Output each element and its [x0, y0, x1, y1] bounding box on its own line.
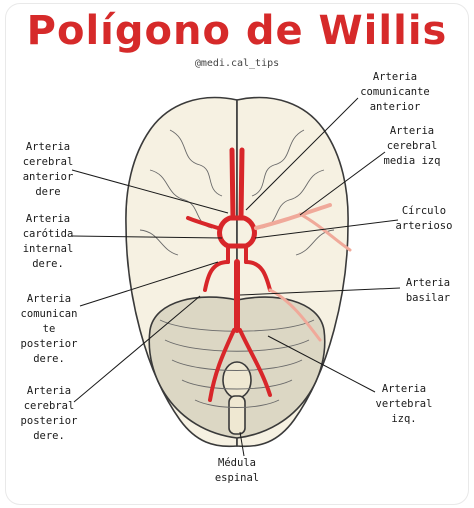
label-left-vertebral-artery: Arteria vertebral izq.: [375, 383, 433, 425]
page-title: Polígono de Willis: [26, 8, 448, 54]
label-basilar-artery: Arteria basilar: [405, 277, 451, 304]
label-right-anterior-cerebral-artery: Arteria cerebral anterior dere: [22, 141, 74, 198]
label-right-posterior-cerebral-artery: Arteria cerebral posterior dere.: [20, 385, 78, 442]
artery-mca-left-branch: [298, 212, 352, 252]
artery-aca-right: [229, 147, 236, 221]
artery-vertebral-right: [208, 328, 236, 402]
artery-mca-left: [254, 203, 332, 230]
spinal-cord: [228, 395, 246, 435]
artery-aca-left: [238, 147, 245, 221]
artery-vertebral-left: [238, 328, 272, 397]
label-anterior-communicating-artery: Arteria comunicante anterior: [360, 71, 430, 113]
artery-pca-left: [244, 260, 272, 292]
label-left-middle-cerebral-artery: Arteria cerebral media izq: [383, 125, 441, 167]
artery-pca-right: [203, 260, 230, 292]
author-handle: @medi.cal_tips: [194, 58, 280, 69]
label-spinal-cord: Médula espinal: [214, 457, 260, 484]
artery-pcom: [226, 244, 248, 264]
leader-lines: [71, 97, 401, 457]
label-right-internal-carotid-artery: Arteria carótida internal dere.: [22, 213, 74, 270]
artery-mca-right: [186, 216, 220, 230]
label-right-posterior-communicating-artery: Arteria comunican te posterior dere.: [20, 293, 78, 365]
label-circulus-arteriosus: Círculo arterioso: [395, 205, 453, 232]
medulla: [222, 361, 252, 399]
